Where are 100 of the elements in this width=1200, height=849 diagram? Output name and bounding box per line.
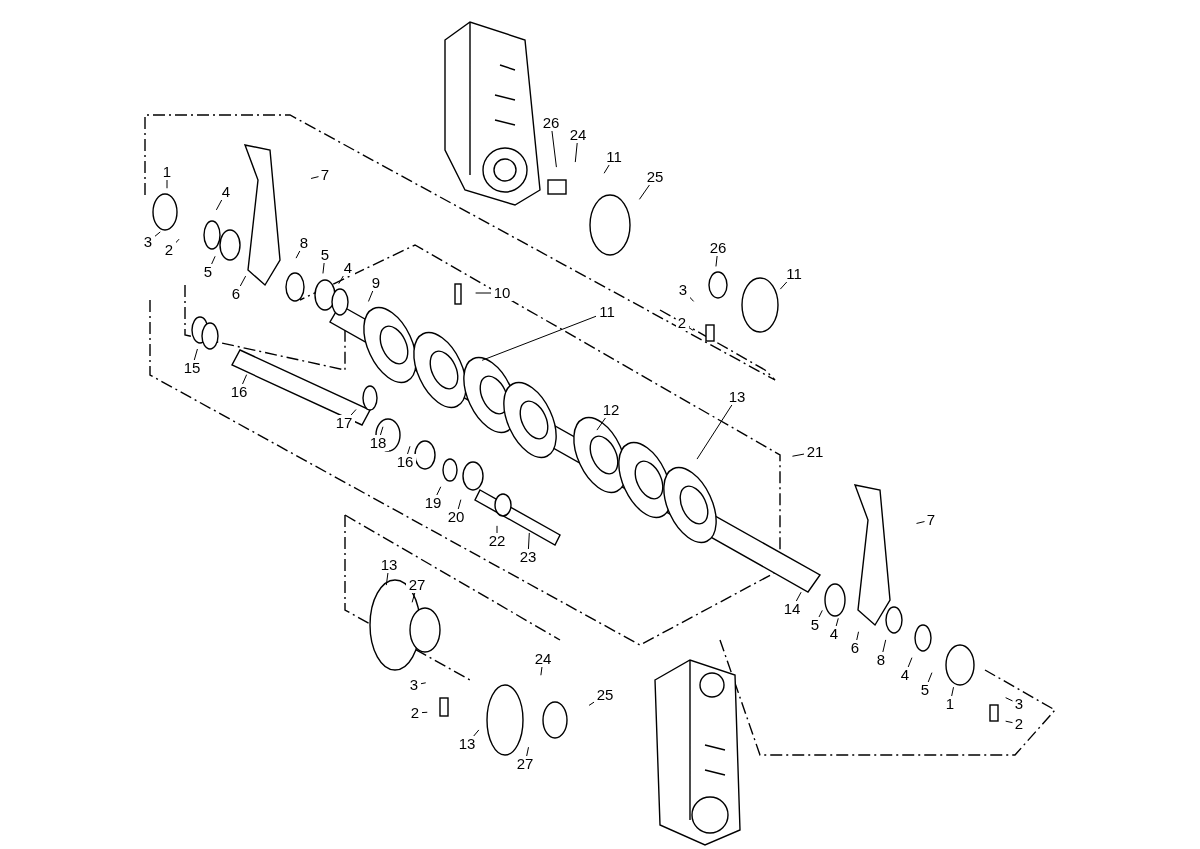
- callout-number: 23: [517, 549, 539, 565]
- callout-number: 27: [406, 577, 428, 593]
- callout-number: 13: [456, 736, 478, 752]
- callout-number: 3: [141, 234, 155, 250]
- leader-line: [907, 657, 913, 668]
- leader-line: [688, 326, 694, 331]
- callout-number: 5: [808, 617, 822, 633]
- leader-line: [551, 130, 557, 168]
- callout-number: 18: [367, 435, 389, 451]
- leader-line: [638, 184, 650, 200]
- leader-line: [481, 315, 597, 361]
- callout-number: 25: [594, 687, 616, 703]
- callout-number: 1: [943, 696, 957, 712]
- leader-line: [411, 592, 416, 603]
- leader-line: [574, 142, 578, 163]
- leader-line: [835, 617, 839, 627]
- callout-number: 22: [486, 533, 508, 549]
- callout-number: 24: [532, 651, 554, 667]
- callout-number: 13: [378, 557, 400, 573]
- callout-number: 3: [407, 677, 421, 693]
- leader-line: [211, 255, 216, 265]
- callout-number: 13: [726, 389, 748, 405]
- callout-number: 5: [918, 682, 932, 698]
- leader-line: [295, 250, 301, 259]
- callout-number: 4: [341, 260, 355, 276]
- leader-line: [791, 453, 805, 457]
- leader-line: [1005, 697, 1013, 702]
- leader-line: [166, 179, 168, 189]
- callout-number: 9: [369, 275, 383, 291]
- leader-line: [1005, 720, 1013, 724]
- leader-line: [368, 290, 374, 302]
- leader-line: [526, 746, 529, 757]
- callout-number: 7: [924, 512, 938, 528]
- leader-line: [689, 296, 695, 302]
- callout-number: 2: [1012, 716, 1026, 732]
- callout-number: 4: [827, 626, 841, 642]
- leader-line: [795, 591, 802, 602]
- callout-number: 4: [219, 184, 233, 200]
- callout-number: 27: [514, 756, 536, 772]
- leader-line: [215, 199, 223, 211]
- leader-line: [310, 176, 319, 179]
- callout-number: 16: [394, 454, 416, 470]
- leader-line: [475, 292, 492, 294]
- callout-number: 25: [644, 169, 666, 185]
- leader-line: [527, 532, 530, 550]
- callout-number: 21: [804, 444, 826, 460]
- callout-number: 6: [848, 640, 862, 656]
- callout-number: 4: [898, 667, 912, 683]
- leader-line: [696, 404, 733, 460]
- callout-number: 3: [1012, 696, 1026, 712]
- leader-line: [882, 639, 887, 653]
- leader-line: [239, 275, 247, 287]
- leader-line: [407, 445, 411, 455]
- leader-line: [385, 572, 389, 586]
- leader-line: [322, 262, 325, 274]
- leader-line: [856, 631, 860, 641]
- leader-line: [421, 711, 428, 714]
- leader-line: [420, 682, 427, 685]
- leader-line: [175, 238, 180, 244]
- leader-line: [715, 255, 718, 267]
- leader-line: [951, 686, 954, 697]
- leader-line: [457, 499, 462, 510]
- callout-number: 6: [229, 286, 243, 302]
- callout-number: 14: [781, 601, 803, 617]
- leader-line: [818, 609, 823, 618]
- leader-line: [473, 729, 480, 737]
- callout-number: 2: [162, 242, 176, 258]
- callout-number: 12: [600, 402, 622, 418]
- leader-line: [916, 521, 925, 524]
- callout-number: 10: [491, 285, 513, 301]
- callout-number: 26: [540, 115, 562, 131]
- leader-line: [242, 374, 248, 385]
- callout-number: 2: [408, 705, 422, 721]
- callout-number: 1: [160, 164, 174, 180]
- callout-number: 20: [445, 509, 467, 525]
- callout-number: 19: [422, 495, 444, 511]
- leader-line: [779, 281, 788, 290]
- leader-line: [496, 525, 498, 534]
- leader-line: [540, 666, 543, 676]
- callout-number: 2: [675, 315, 689, 331]
- callout-number: 8: [874, 652, 888, 668]
- callout-number: 5: [318, 247, 332, 263]
- callout-number: 8: [297, 235, 311, 251]
- leader-line: [927, 672, 933, 683]
- callout-number: 3: [676, 282, 690, 298]
- leader-line: [350, 409, 357, 416]
- callout-number: 5: [201, 264, 215, 280]
- leader-line: [436, 486, 442, 496]
- callout-number: 15: [181, 360, 203, 376]
- callout-number: 24: [567, 127, 589, 143]
- callout-number: 26: [707, 240, 729, 256]
- leader-line: [338, 275, 344, 285]
- leader-line: [379, 426, 384, 436]
- leader-line: [193, 348, 198, 361]
- callout-number: 16: [228, 384, 250, 400]
- leader-line: [603, 164, 610, 174]
- leader-line: [588, 701, 595, 706]
- leader-line: [596, 417, 606, 431]
- leader-line: [154, 231, 161, 238]
- callout-number: 17: [333, 415, 355, 431]
